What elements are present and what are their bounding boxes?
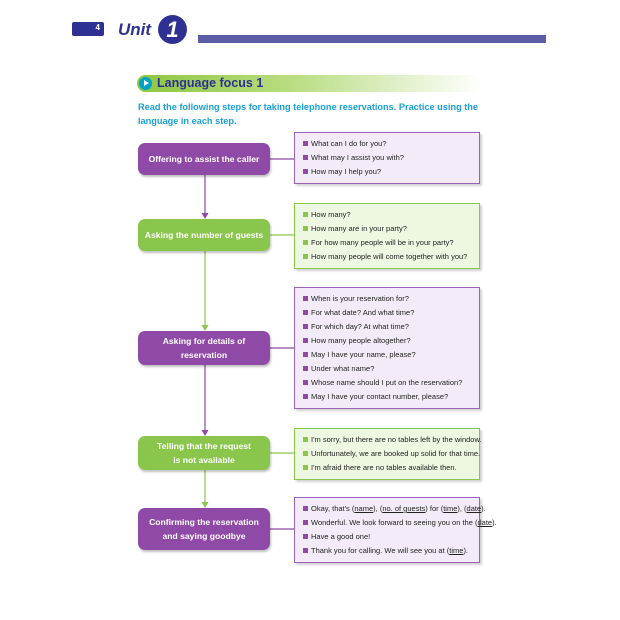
phrase-box-1: What can I do for you? What may I assist … [294,132,480,184]
phrase-item: May I have your name, please? [303,348,473,362]
phrase-item: How many? [303,208,473,222]
phrase-text: ). [463,546,469,555]
phrase-text: Whose name should I put on the reservati… [311,378,463,387]
header-rule [198,35,546,43]
instructions: Read the following steps for taking tele… [138,102,479,126]
flow-arrowhead [201,430,209,436]
phrase-item: When is your reservation for? [303,292,473,306]
phrase-item: Wonderful. We look forward to seeing you… [303,516,497,530]
phrase-text: Wonderful. We look forward to seeing you… [311,518,478,527]
phrase-text: Under what name? [311,364,375,373]
phrase-text: What may I assist you with? [311,153,404,162]
phrase-text: ). [481,504,486,513]
phrase-item: May I have your contact number, please? [303,390,473,404]
placeholder-blank: date [466,504,482,513]
step-label: Confirming the reservation [149,517,259,527]
placeholder-blank: date [477,518,493,527]
phrase-text: How may I help you? [311,167,382,176]
page-number-tab: 4 [72,22,104,36]
phrase-item: For which day? At what time? [303,320,473,334]
phrase-item: What can I do for you? [303,137,473,151]
unit-label: Unit [118,20,152,39]
section-banner: Language focus 1 [137,75,482,92]
phrase-text: How many are in your party? [311,224,407,233]
phrase-item: I'm afraid there are no tables available… [303,461,473,475]
flow-arrowhead [201,325,209,331]
phrase-item: What may I assist you with? [303,151,473,165]
phrase-item: I'm sorry, but there are no tables left … [303,433,482,447]
phrase-text: Have a good one! [311,532,371,541]
play-icon [139,77,152,90]
phrase-text: Unfortunately, we are booked up solid fo… [311,449,481,458]
placeholder-blank: no. of guests [382,504,426,513]
phrase-item: Under what name? [303,362,473,376]
phrase-item: How many are in your party? [303,222,473,236]
phrase-text: ). [492,518,497,527]
phrase-item: Thank you for calling. We will see you a… [303,544,473,558]
phrase-text: I'm sorry, but there are no tables left … [311,435,482,444]
phrase-text: ), ( [457,504,467,513]
step-label: is not available [173,455,235,465]
phrase-item: For what date? And what time? [303,306,473,320]
phrase-text: I'm afraid there are no tables available… [311,463,457,472]
phrase-item: How many people altogether? [303,334,473,348]
phrase-text: May I have your contact number, please? [311,392,449,401]
placeholder-blank: time [449,546,464,555]
phrase-item: How many people will come together with … [303,250,473,264]
phrase-item: Have a good one! [303,530,473,544]
phrase-box-5: Okay, that's (name), (no. of guests) for… [294,497,497,563]
placeholder-blank: time [443,504,458,513]
phrase-text: ) for ( [425,504,444,513]
step-1: Offering to assist the caller [138,143,270,175]
flow-arrowhead [201,502,209,508]
placeholder-blank: name [354,504,374,513]
phrase-text: What can I do for you? [311,139,387,148]
step-3: Asking for details of reservation [138,331,270,365]
step-5: Confirming the reservation and saying goo… [138,508,270,550]
phrase-text: ), ( [373,504,383,513]
section-title: Language focus 1 [157,76,264,90]
phrase-text: How many people will come together with … [311,252,468,261]
phrase-item: Unfortunately, we are booked up solid fo… [303,447,480,461]
phrase-text: For how many people will be in your part… [311,238,454,247]
step-label: Telling that the request [157,441,251,451]
step-label: Offering to assist the caller [148,154,260,164]
phrase-text: How many? [311,210,351,219]
phrase-text: For what date? And what time? [311,308,415,317]
unit-number: 1 [158,15,187,44]
phrase-item: How may I help you? [303,165,473,179]
phrase-item: Okay, that's (name), (no. of guests) for… [303,502,486,516]
phrase-text: Thank you for calling. We will see you a… [311,546,450,555]
step-2: Asking the number of guests [138,219,270,251]
phrase-box-2: How many? How many are in your party? For … [294,203,480,269]
phrase-text: May I have your name, please? [311,350,416,359]
step-label: Asking the number of guests [144,230,264,240]
phrase-item: Whose name should I put on the reservati… [303,376,473,390]
phrase-text: Okay, that's ( [311,504,355,513]
page-header: 4 Unit 1 [0,0,620,60]
page-number: 4 [95,23,100,32]
step-label: Asking for details of [162,336,246,346]
phrase-box-3: When is your reservation for? For what da… [294,287,480,409]
phrase-item: For how many people will be in your part… [303,236,473,250]
phrase-text: When is your reservation for? [311,294,409,303]
phrase-box-4: I'm sorry, but there are no tables left … [294,428,482,480]
flow-arrowhead [201,213,209,219]
step-label: reservation [180,350,228,360]
phrase-text: For which day? At what time? [311,322,409,331]
step-4: Telling that the request is not available [138,436,270,470]
phrase-text: How many people altogether? [311,336,411,345]
step-label: and saying goodbye [162,531,246,541]
